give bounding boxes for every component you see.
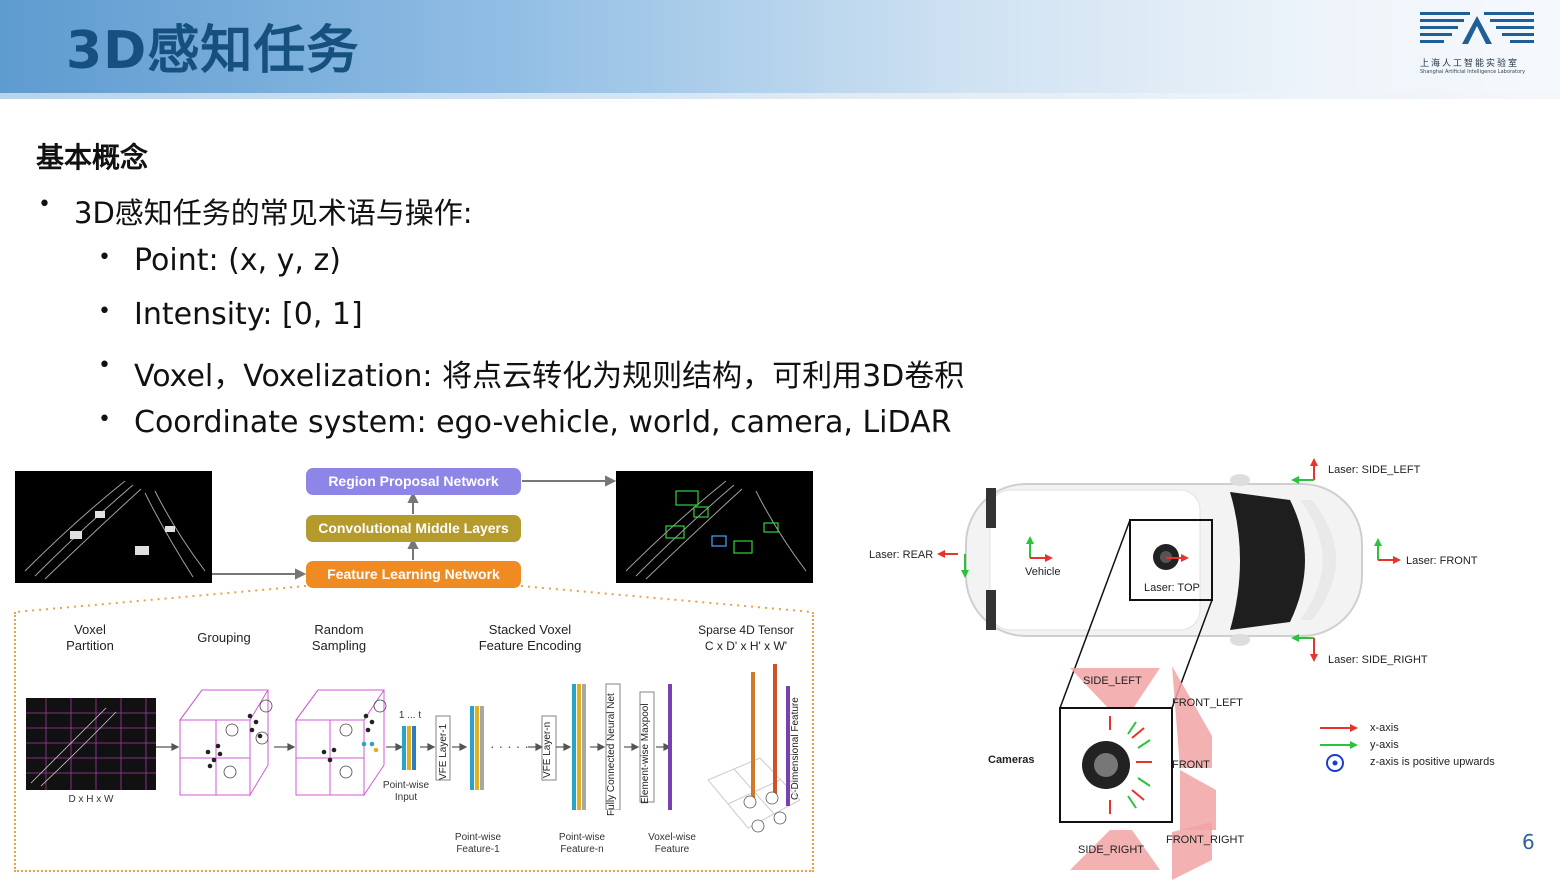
cam-side-left-label: SIDE_LEFT (1083, 675, 1142, 687)
voxelnet-top-arrows (15, 475, 813, 613)
legend-y-axis: y-axis (1370, 739, 1399, 751)
vehicle-topdown-image (965, 474, 1363, 646)
bullet-point: Point: (x, y, z) (98, 243, 341, 278)
dims-label: D x H x W (68, 794, 114, 805)
t-label: 1 ... t (398, 710, 422, 721)
step-sparse-tensor: Sparse 4D Tensor C x D' x H' x W' (698, 623, 794, 653)
bullet-coordinates: Coordinate system: ego-vehicle, world, c… (98, 405, 951, 440)
rpn-block: Region Proposal Network (306, 468, 521, 495)
pointwise-feature1-label: Point-wise Feature-1 (454, 832, 502, 855)
bullet-intensity: Intensity: [0, 1] (98, 297, 363, 332)
logo-cn-text: 上海人工智能实验室 (1420, 59, 1520, 69)
step-voxel-partition: Voxel Partition (66, 622, 114, 653)
sparse-tensor-graphic (707, 664, 801, 833)
lab-logo-icon (1420, 12, 1534, 44)
section-subheading: 基本概念 (36, 141, 149, 174)
svg-text:· · · · ·: · · · · · (490, 738, 529, 754)
header-rule (0, 93, 1560, 99)
step-grouping: Grouping (197, 630, 251, 645)
step-stacked-vfe: Stacked Voxel Feature Encoding (478, 622, 582, 653)
laser-front-label: Laser: FRONT (1406, 555, 1478, 567)
fcnn-label: Fully Connected Neural Net (606, 693, 617, 816)
camera-fov-diagram (1059, 519, 1216, 880)
cml-block: Convolutional Middle Layers (306, 515, 521, 542)
vfe-layer1-label: VFE Layer-1 (438, 723, 449, 780)
maxpool-label: Element-wise Maxpool (640, 703, 651, 804)
bullet-terms: 3D感知任务的常见术语与操作: (38, 190, 473, 232)
pointwise-input-label: Point-wise Input (382, 780, 430, 803)
feature-learning-detail (14, 612, 814, 872)
fln-block: Feature Learning Network (306, 561, 521, 588)
lidar-output-image (616, 471, 813, 583)
cam-front-right-label: FRONT_RIGHT (1166, 834, 1245, 846)
cam-side-right-label: SIDE_RIGHT (1078, 844, 1145, 856)
voxel-grid-image (26, 698, 156, 790)
pointwise-featuren-label: Point-wise Feature-n (558, 832, 606, 855)
laser-side-left-label: Laser: SIDE_LEFT (1328, 464, 1421, 476)
logo-en-text: Shanghai Artificial Intelligence Laborat… (1420, 69, 1526, 75)
vfe-layern-label: VFE Layer-n (542, 721, 553, 778)
bullet-voxel: Voxel，Voxelization: 将点云转化为规则结构，可利用3D卷积 (98, 351, 964, 395)
voxel-pipeline-graphics: · · · · · (156, 683, 672, 810)
page-number: 6 (1522, 830, 1535, 854)
legend-z-axis: z-axis is positive upwards (1370, 756, 1495, 768)
slide-header (0, 0, 1560, 93)
laser-top-label: Laser: TOP (1144, 582, 1200, 594)
axis-legend-icons (1320, 724, 1358, 772)
lidar-input-image (15, 471, 212, 583)
laser-side-right-label: Laser: SIDE_RIGHT (1328, 654, 1428, 666)
cameras-label: Cameras (988, 754, 1035, 766)
axis-arrows (937, 458, 1401, 662)
laser-rear-label: Laser: REAR (869, 549, 934, 561)
voxelwise-feature-label: Voxel-wise Feature (648, 832, 696, 855)
step-random-sampling: Random Sampling (311, 622, 367, 653)
slide-title: 3D感知任务 (66, 21, 360, 81)
cam-front-left-label: FRONT_LEFT (1172, 697, 1243, 709)
cam-front-label: FRONT (1172, 759, 1210, 771)
vehicle-label: Vehicle (1025, 566, 1061, 578)
legend-x-axis: x-axis (1370, 722, 1399, 734)
